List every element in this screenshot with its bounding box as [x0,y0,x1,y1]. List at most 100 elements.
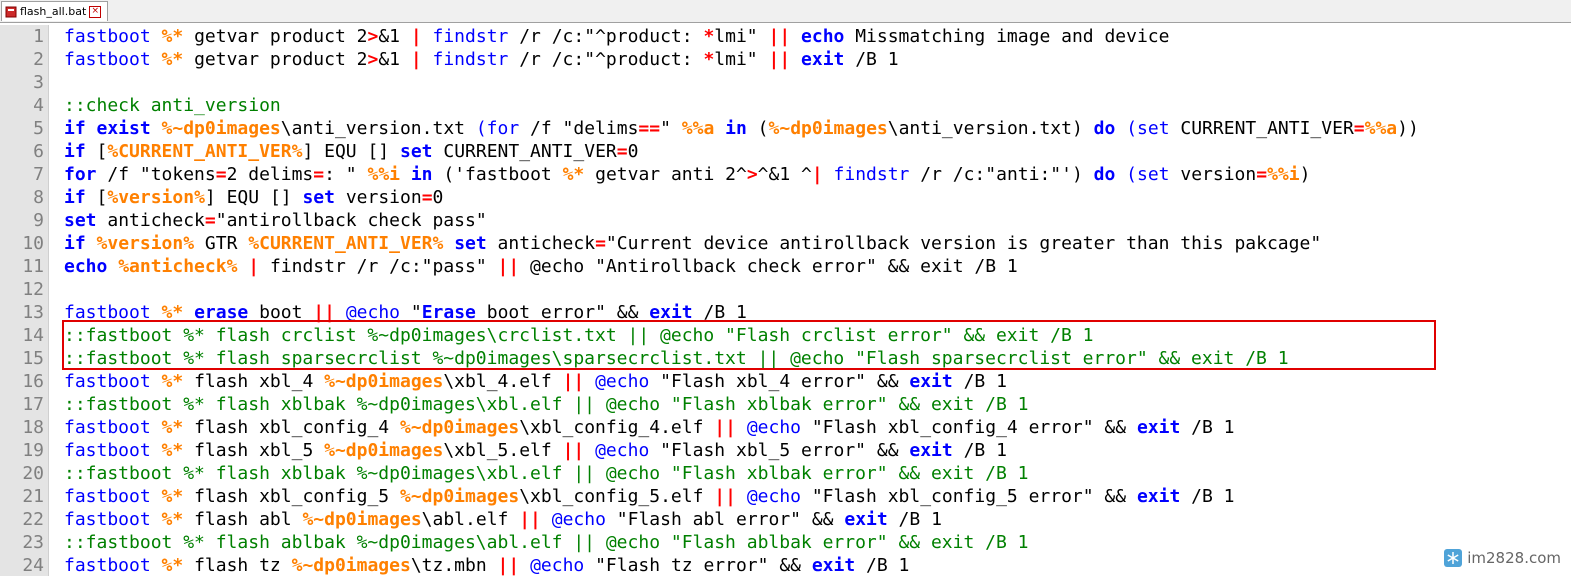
code-line[interactable]: ::check anti_version [64,94,1419,117]
code-line[interactable]: ::fastboot %* flash xblbak %~dp0images\x… [64,462,1419,485]
line-number: 18 [22,417,44,438]
code-token: fastboot [64,417,162,438]
code-line[interactable]: fastboot %* getvar product 2>&1 | findst… [64,48,1419,71]
tab-bar: flash_all.bat × [0,0,1571,23]
file-icon [5,6,17,18]
code-token: findstr [421,26,509,47]
code-token: /B 1 [692,302,747,323]
code-token: /r /c:"^product: [508,49,704,70]
line-number: 12 [22,279,44,300]
code-token: fastboot [64,302,162,323]
code-token: %* [161,49,184,70]
code-line[interactable]: fastboot %* erase boot || @echo "Erase b… [64,301,1419,324]
code-token: || [768,26,791,47]
code-token [86,233,97,254]
code-token: in [410,164,433,185]
code-token: %~dp0images [161,118,281,139]
code-token: [ [85,187,108,208]
code-token: CURRENT_ANTI_VER [432,141,617,162]
code-line[interactable]: ::fastboot %* flash sparsecrclist %~dp0i… [64,347,1419,370]
code-token: ^&1 ^ [757,164,812,185]
code-token [107,256,118,277]
code-token [1115,164,1126,185]
code-token: 0 [432,187,444,208]
code-line[interactable]: fastboot %* flash tz %~dp0images\tz.mbn … [64,554,1419,576]
code-token: %* [161,440,184,461]
code-token: | [248,256,260,277]
line-number: 22 [22,509,44,530]
code-token: erase [194,302,249,323]
code-token: %~dp0images [291,555,411,576]
code-token: getvar anti 2^ [584,164,747,185]
code-token: ( [746,118,769,139]
code-token: %%a [1364,118,1398,139]
code-token: flash xbl_config_5 [183,486,400,507]
code-line[interactable] [64,278,1419,301]
code-token [237,256,248,277]
code-line[interactable]: ::fastboot %* flash xblbak %~dp0images\x… [64,393,1419,416]
code-line[interactable]: fastboot %* getvar product 2>&1 | findst… [64,25,1419,48]
code-token: %CURRENT_ANTI_VER% [248,233,444,254]
code-token: /r /c:"anti:"') [909,164,1094,185]
code-token: %~dp0images [302,509,422,530]
line-number: 11 [22,256,44,277]
code-token: > [746,164,758,185]
code-token: || [562,371,585,392]
code-token: lmi" [714,49,769,70]
line-number: 3 [33,72,44,93]
code-line[interactable]: fastboot %* flash xbl_config_4 %~dp0imag… [64,416,1419,439]
code-area[interactable]: fastboot %* getvar product 2 > &1 | findst… [64,25,1419,576]
code-token: ::fastboot %* flash xblbak %~dp0images\x… [64,394,1029,415]
code-token: %* [161,26,184,47]
code-token: if [64,187,86,208]
code-token: fastboot [64,486,162,507]
code-line[interactable]: if [%version%] EQU [] set version=0 [64,186,1419,209]
code-token: flash xbl_5 [183,440,325,461]
file-tab[interactable]: flash_all.bat × [1,1,109,21]
code-token: ::fastboot %* flash xblbak %~dp0images\x… [64,463,1029,484]
code-token: %* [161,509,184,530]
code-line[interactable]: ::fastboot %* flash ablbak %~dp0images\a… [64,531,1419,554]
snowflake-icon [1444,549,1463,567]
code-token: findstr [421,49,509,70]
code-token: set [302,187,335,208]
code-token: = [313,164,325,185]
code-token: version [334,187,422,208]
code-line[interactable]: set anticheck="antirollback check pass" [64,209,1419,232]
code-token: getvar product 2 [183,49,368,70]
code-token: \tz.mbn [410,555,498,576]
code-token: = [1256,164,1268,185]
code-line[interactable]: if %version% GTR %CURRENT_ANTI_VER% set … [64,232,1419,255]
code-token: set [400,141,433,162]
code-line[interactable]: fastboot %* flash abl %~dp0images\abl.el… [64,508,1419,531]
code-line[interactable]: fastboot %* flash xbl_config_5 %~dp0imag… [64,485,1419,508]
code-token: echo [64,256,108,277]
code-line[interactable]: echo %anticheck% | findstr /r /c:"pass" … [64,255,1419,278]
code-line[interactable]: if [%CURRENT_ANTI_VER%] EQU [] set CURRE… [64,140,1419,163]
code-token: %~dp0images [399,486,520,507]
close-icon[interactable]: × [89,5,102,18]
code-token: set [64,210,97,231]
code-token: exit [909,371,953,392]
code-line[interactable] [64,71,1419,94]
line-number: 7 [33,164,44,185]
code-line[interactable]: if exist %~dp0images\anti_version.txt (f… [64,117,1419,140]
code-token: /B 1 [952,440,1007,461]
code-token: (set [1126,164,1170,185]
code-token: @echo [530,555,585,576]
code-line[interactable]: ::fastboot %* flash crclist %~dp0images\… [64,324,1419,347]
code-token: @echo [595,440,650,461]
code-token [1115,118,1126,139]
code-token: || [768,49,791,70]
code-line[interactable]: fastboot %* flash xbl_5 %~dp0images\xbl_… [64,439,1419,462]
line-number: 2 [33,49,44,70]
code-line[interactable]: fastboot %* flash xbl_4 %~dp0images\xbl_… [64,370,1419,393]
line-number: 21 [22,486,44,507]
code-token: &1 [378,49,411,70]
code-token [790,49,801,70]
code-token: %~dp0images [399,417,520,438]
code-token: Erase [421,302,476,323]
code-line[interactable]: for /f "tokens=2 delims=: " %%i in ('fas… [64,163,1419,186]
code-token: %~dp0images [324,440,444,461]
